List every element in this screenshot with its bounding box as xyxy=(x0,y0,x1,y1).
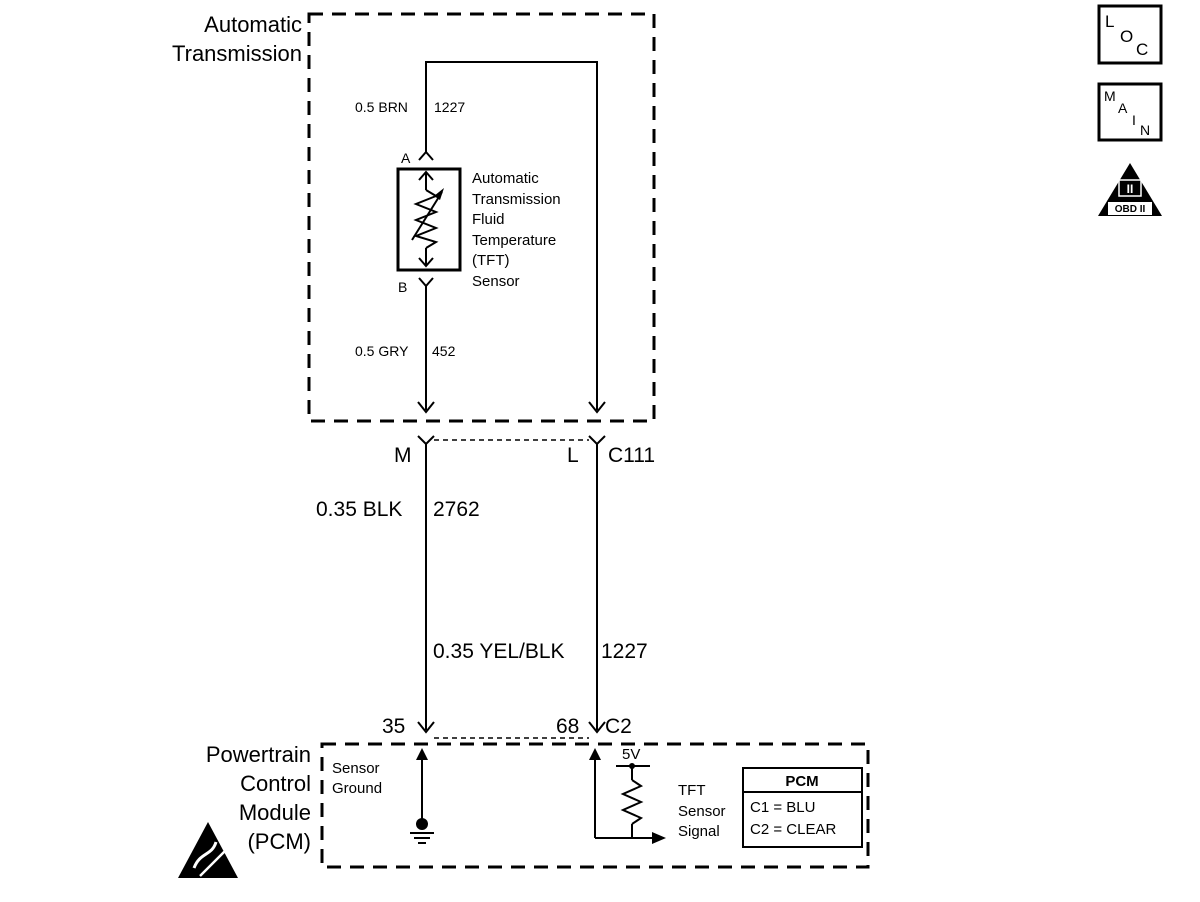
svg-text:C: C xyxy=(1136,40,1148,59)
thermistor-zigzag xyxy=(412,189,439,249)
svg-text:II: II xyxy=(1127,182,1134,196)
ground-symbol-icon xyxy=(410,832,434,844)
thermistor-variable-arrow xyxy=(411,191,443,241)
automatic-transmission-box xyxy=(307,12,656,423)
terminal-a-connector xyxy=(418,150,434,161)
yel-blk-wire-label: 0.35 YEL/BLK xyxy=(433,640,565,663)
voltage-label: 5V xyxy=(622,746,640,763)
automatic-transmission-label-2: Transmission xyxy=(172,41,302,66)
c111-connector-name: C111 xyxy=(608,444,655,467)
blk-wire-circuit: 2762 xyxy=(433,498,480,521)
svg-text:M: M xyxy=(1104,88,1116,104)
pcm-pin-68-label: 68 xyxy=(556,715,579,738)
tft-signal-return-arrow xyxy=(652,832,666,844)
pcm-pin-35-male xyxy=(417,721,435,734)
sensor-label-4: Temperature xyxy=(472,232,556,249)
c111-pin-l-female xyxy=(588,435,606,446)
c111-pin-m-male xyxy=(417,401,435,414)
terminal-a-label: A xyxy=(401,150,411,166)
blk-wire-label: 0.35 BLK xyxy=(316,498,402,521)
svg-text:I: I xyxy=(1132,112,1136,128)
c111-pin-l-male xyxy=(588,401,606,414)
pcm-box xyxy=(320,742,870,869)
c111-pin-m-label: M xyxy=(394,444,412,467)
pcm-table-row-2: C2 = CLEAR xyxy=(750,821,836,838)
pcm-connector-table xyxy=(742,767,863,848)
brn-wire-circuit: 1227 xyxy=(434,99,465,115)
pcm-pin-68-male xyxy=(588,721,606,734)
c111-pin-m-female xyxy=(417,435,435,446)
pcm-label-1: Powertrain xyxy=(206,742,311,767)
loc-icon[interactable]: L O C xyxy=(1097,4,1163,65)
pcm-table-row-1: C1 = BLU xyxy=(750,799,815,816)
c111-pin-l-label: L xyxy=(567,444,579,467)
terminal-b-connector xyxy=(418,277,434,288)
tft-signal-label-2: Sensor xyxy=(678,803,726,820)
yel-blk-wire-circuit: 1227 xyxy=(601,640,648,663)
sensor-ground-arrow xyxy=(416,748,428,760)
svg-text:O: O xyxy=(1120,27,1133,46)
brn-wire-upper xyxy=(425,61,598,410)
gry-wire-label: 0.5 GRY xyxy=(355,343,409,359)
svg-text:L: L xyxy=(1105,12,1114,31)
pcm-label-3: Module xyxy=(239,800,311,825)
tft-signal-label-1: TFT xyxy=(678,782,706,799)
gry-wire-circuit: 452 xyxy=(432,343,456,359)
pullup-resistor xyxy=(620,779,644,825)
sensor-ground-label-1: Sensor xyxy=(332,760,380,777)
obd-ii-icon[interactable]: II OBD II xyxy=(1098,163,1162,216)
sensor-arrow-bottom xyxy=(418,257,434,268)
sensor-arrow-top xyxy=(418,170,434,181)
sensor-label-6: Sensor xyxy=(472,273,520,290)
svg-text:A: A xyxy=(1118,100,1128,116)
automatic-transmission-label-1: Automatic xyxy=(204,12,302,37)
tft-signal-label-3: Signal xyxy=(678,823,720,840)
svg-text:N: N xyxy=(1140,122,1150,138)
main-icon[interactable]: M A I N xyxy=(1097,82,1163,142)
ground-node xyxy=(416,818,428,830)
sensor-label-3: Fluid xyxy=(472,211,505,228)
sensor-ground-label-2: Ground xyxy=(332,780,382,797)
sensor-label-2: Transmission xyxy=(472,191,561,208)
sensor-label-5: (TFT) xyxy=(472,252,509,269)
thermistor-arrowhead xyxy=(434,188,444,200)
pcm-label-4: (PCM) xyxy=(247,829,311,854)
sensor-label-1: Automatic xyxy=(472,170,539,187)
pcm-label-2: Control xyxy=(240,771,311,796)
svg-text:OBD II: OBD II xyxy=(1115,204,1146,215)
pcm-connector-name: C2 xyxy=(605,715,632,738)
tft-signal-arrow xyxy=(589,748,601,760)
brn-wire-label: 0.5 BRN xyxy=(355,99,408,115)
terminal-b-label: B xyxy=(398,279,407,295)
tft-sensor-body xyxy=(396,167,462,272)
esd-sensitive-icon xyxy=(178,822,238,878)
pcm-table-title: PCM xyxy=(785,773,818,790)
pcm-pin-35-label: 35 xyxy=(382,715,405,738)
